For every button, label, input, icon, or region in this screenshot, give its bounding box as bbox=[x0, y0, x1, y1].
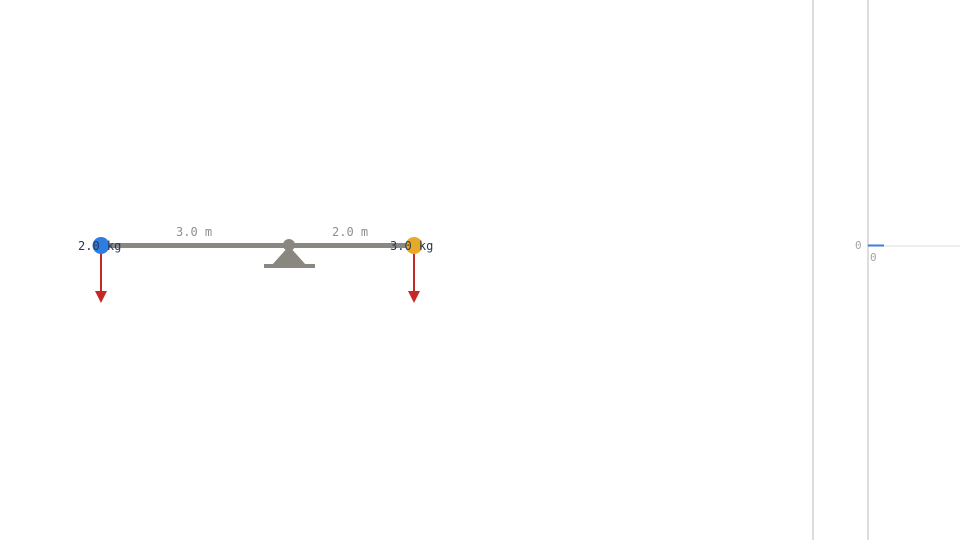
right-mass-label: 3.0 kg bbox=[390, 239, 433, 253]
left-force-arrow bbox=[95, 252, 107, 303]
right-mass[interactable] bbox=[405, 237, 423, 254]
fulcrum bbox=[264, 239, 315, 268]
left-distance-label: 3.0 m bbox=[176, 225, 212, 239]
graph-x-tick-label: 0 bbox=[870, 251, 877, 264]
right-distance-label: 2.0 m bbox=[332, 225, 368, 239]
graph-y-tick-label: 0 bbox=[855, 239, 862, 252]
left-mass-label: 2.0 kg bbox=[78, 239, 121, 253]
left-mass[interactable] bbox=[92, 237, 110, 254]
right-force-arrow bbox=[408, 252, 420, 303]
